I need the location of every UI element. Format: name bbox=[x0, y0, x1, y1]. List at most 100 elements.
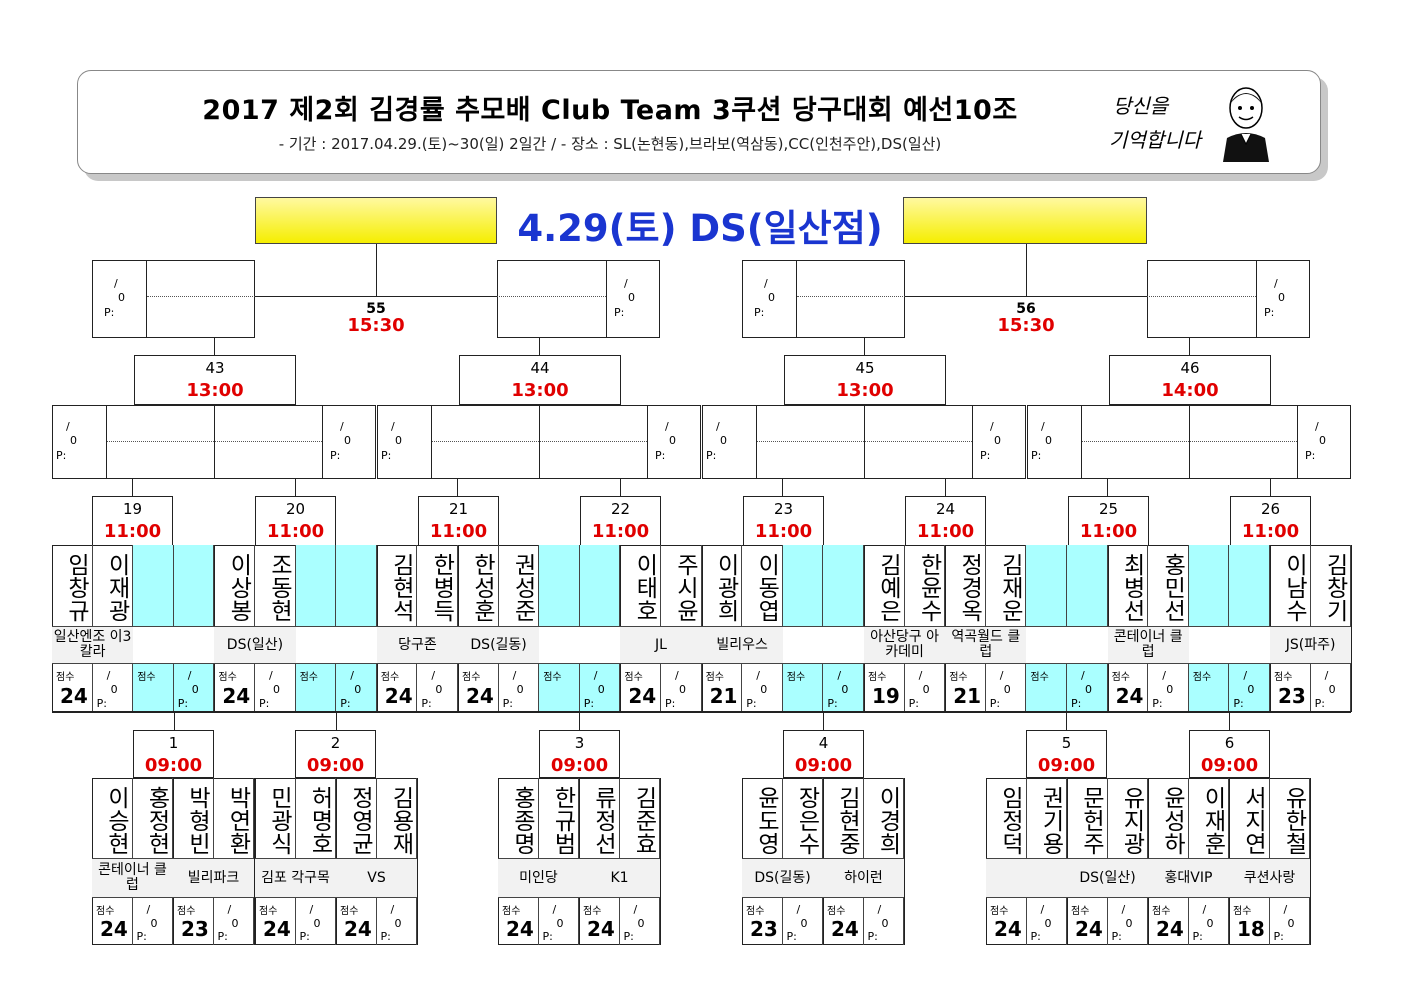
r1-team-6-club: DS(길동) bbox=[742, 858, 823, 898]
r2-team-3-player-0 bbox=[302, 549, 332, 625]
r2-team-8-player-1: 이동엽 bbox=[753, 552, 780, 622]
r4-1-left-dots bbox=[797, 296, 905, 297]
r1-team-8-score-label: 점수 bbox=[990, 906, 1009, 917]
r2-team-7-p: P: bbox=[665, 697, 676, 710]
r4-0-number: 55 bbox=[366, 301, 386, 317]
r2-team-5-name-cell-0: 한성훈 bbox=[458, 545, 499, 626]
r1-2-box bbox=[539, 730, 620, 778]
r2-team-9-score-label: 점수 bbox=[786, 672, 806, 683]
r1-team-0-name-cell-1: 홍정현 bbox=[133, 778, 173, 858]
r2-up-link-6 bbox=[1107, 479, 1108, 496]
r3-3-left-score-zero: 0 bbox=[1045, 434, 1052, 447]
r2-team-0-slash: / bbox=[106, 669, 111, 682]
r1-team-9-name-cell-1: 유지광 bbox=[1108, 778, 1148, 858]
r1-up-link-1 bbox=[336, 712, 337, 730]
r3-3-div1 bbox=[1081, 405, 1082, 479]
r1-5-box bbox=[1189, 730, 1270, 778]
r3-2-left-score-zero: 0 bbox=[720, 434, 727, 447]
r4-1-left-score-slash: / bbox=[764, 277, 768, 290]
r2-team-14-slash: / bbox=[1243, 669, 1248, 682]
r2-team-4-name-cell-0: 김현석 bbox=[377, 545, 418, 626]
r2-team-6-name-cell-0 bbox=[539, 545, 580, 626]
r1-2-number: 3 bbox=[574, 734, 585, 752]
r2-team-10-p: P: bbox=[908, 697, 919, 710]
r1-team-5-zero: 0 bbox=[637, 917, 645, 930]
r2-team-12-player-0 bbox=[1032, 549, 1062, 625]
r2-team-8-zero: 0 bbox=[760, 683, 768, 696]
r3-1-left-score-slash: / bbox=[391, 420, 395, 433]
r2-5-number: 24 bbox=[935, 500, 956, 518]
r2-team-7-score: 24 bbox=[628, 684, 657, 708]
r2-team-11-name-cell-1: 김재운 bbox=[986, 545, 1027, 626]
r2-team-11-zero: 0 bbox=[1003, 683, 1011, 696]
r3-0-left-score-zero: 0 bbox=[70, 434, 77, 447]
r1-team-6-player-1: 장은수 bbox=[793, 785, 820, 855]
r3-2-right-score-p: P: bbox=[980, 449, 991, 462]
r2-3-number: 22 bbox=[610, 500, 631, 518]
r1-up-link-0 bbox=[174, 712, 175, 730]
r3-3-right-score-zero: 0 bbox=[1319, 434, 1326, 447]
r2-3-box bbox=[580, 496, 661, 546]
r2-team-15-player-1: 김창기 bbox=[1321, 552, 1348, 622]
r4-0-left-score-zero: 0 bbox=[118, 291, 125, 304]
r2-team-11-score: 21 bbox=[953, 684, 982, 708]
r2-team-0-name-cell-1: 이재광 bbox=[93, 545, 134, 626]
r2-team-12-slash: / bbox=[1081, 669, 1085, 682]
r2-team-11-player-1: 김재운 bbox=[996, 552, 1023, 622]
r1-team-6-player-0: 윤도영 bbox=[753, 785, 779, 855]
r2-team-5-club: DS(길동) bbox=[458, 626, 540, 664]
r2-up-link-5 bbox=[945, 479, 946, 496]
r2-0-time: 11:00 bbox=[103, 521, 162, 542]
r1-team-9-slash: / bbox=[1121, 903, 1126, 916]
r1-team-11-player-0: 서지연 bbox=[1240, 785, 1266, 855]
r1-team-8-player-1: 권기용 bbox=[1037, 785, 1064, 855]
r4-1-right-score-slash: / bbox=[1274, 277, 1278, 290]
r2-team-14-score-cell-a: 점수 bbox=[1188, 664, 1230, 712]
r1-team-5-name-cell-0: 류정선 bbox=[579, 778, 620, 858]
r2-team-2-score: 24 bbox=[222, 684, 251, 708]
r1-team-8-slash: / bbox=[1040, 903, 1045, 916]
r2-team-3-score-cell-a: 점수 bbox=[295, 664, 337, 712]
r2-team-6-zero: 0 bbox=[597, 683, 605, 696]
r2-2-box bbox=[418, 496, 499, 546]
r2-team-2-p: P: bbox=[259, 697, 270, 710]
r2-team-4-player-1: 한병득 bbox=[428, 552, 455, 622]
r2-team-14-player-1 bbox=[1235, 549, 1265, 625]
r4-1-left-score-zero: 0 bbox=[768, 291, 775, 304]
r1-team-2-player-0: 민광식 bbox=[266, 785, 292, 855]
r1-team-11-name-cell-1: 유한철 bbox=[1270, 778, 1310, 858]
r4-0-left-score-slash: / bbox=[114, 277, 118, 290]
r2-team-7-club: JL bbox=[620, 626, 702, 664]
r2-team-5-player-0: 한성훈 bbox=[469, 552, 495, 622]
r1-team-4-player-0: 홍종명 bbox=[509, 785, 535, 855]
r2-team-15-name-cell-0: 이남수 bbox=[1270, 545, 1311, 626]
r1-4-time: 09:00 bbox=[1037, 755, 1096, 776]
r1-team-10-player-1: 이재훈 bbox=[1199, 785, 1226, 855]
r3-0-right-score-zero: 0 bbox=[344, 434, 351, 447]
r2-team-0-player-1: 이재광 bbox=[103, 552, 130, 622]
r2-team-4-name-cell-1: 한병득 bbox=[417, 545, 458, 626]
r1-team-7-slash: / bbox=[877, 903, 882, 916]
r1-team-5-p: P: bbox=[623, 930, 634, 943]
r3-0-left-score-p: P: bbox=[56, 449, 67, 462]
r3-1-left-score-p: P: bbox=[381, 449, 392, 462]
r2-team-15-score-label: 점수 bbox=[1274, 672, 1293, 683]
r2-team-0-zero: 0 bbox=[110, 683, 118, 696]
r4-1-stem bbox=[1026, 244, 1027, 296]
r3-1-left-score-zero: 0 bbox=[395, 434, 402, 447]
r2-team-6-player-0 bbox=[545, 549, 575, 625]
r2-team-8-name-cell-1: 이동엽 bbox=[742, 545, 783, 626]
r2-team-11-score-label: 점수 bbox=[949, 672, 968, 683]
r1-team-0-player-1: 홍정현 bbox=[143, 785, 170, 855]
r2-team-12-club bbox=[1026, 626, 1108, 664]
r2-team-12-name-cell-0 bbox=[1026, 545, 1067, 626]
r2-team-9-zero: 0 bbox=[841, 683, 849, 696]
